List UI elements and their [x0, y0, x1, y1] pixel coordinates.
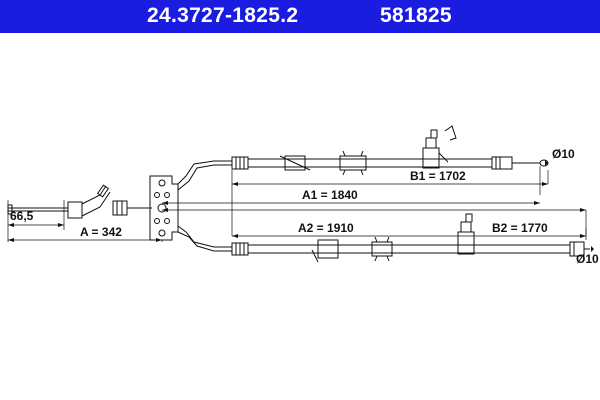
reference-number: 581825 [380, 4, 452, 27]
dim-label-66-5: 66,5 [10, 209, 34, 223]
dim-label-a2: A2 = 1910 [298, 221, 354, 235]
arrowheads [8, 160, 594, 252]
dim-label-b1: B1 = 1702 [410, 169, 466, 183]
equalizer-bracket [149, 175, 179, 241]
lower-cable [177, 213, 590, 263]
upper-cable [177, 125, 549, 191]
dim-label-a: A = 342 [80, 225, 122, 239]
part-number: 24.3727-1825.2 [147, 4, 299, 27]
dimension-lines [7, 166, 587, 242]
diameter-label-upper: Ø10 [552, 147, 575, 161]
title-bar: 24.3727-1825.2 581825 [0, 0, 600, 33]
diameter-label-lower: Ø10 [576, 252, 599, 266]
dim-label-a1: A1 = 1840 [302, 188, 358, 202]
cable-drawing: 66,5 A = 342 A1 = 1840 B1 = 1702 A2 = 19… [7, 125, 599, 266]
front-cable [7, 184, 152, 219]
dim-label-b2: B2 = 1770 [492, 221, 548, 235]
